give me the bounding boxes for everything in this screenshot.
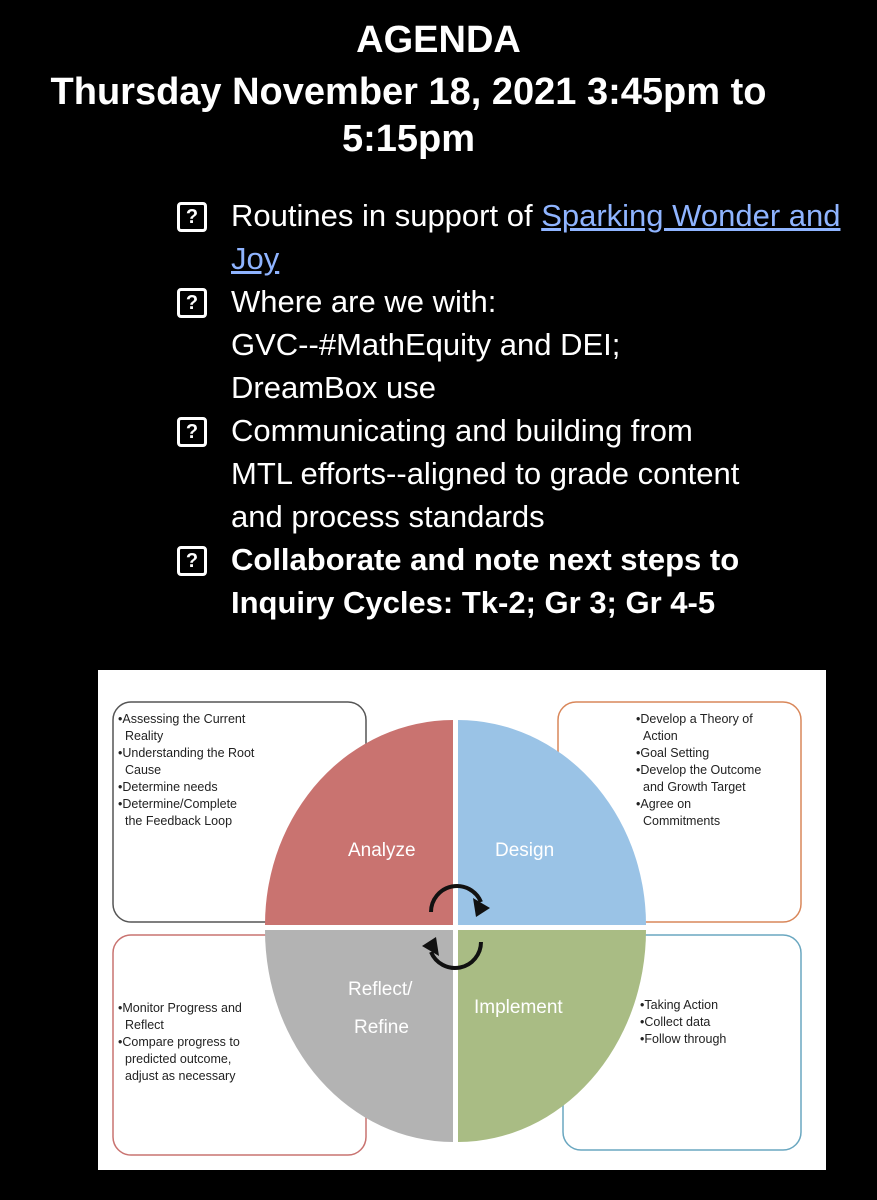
note-line: •Goal Setting: [636, 746, 709, 760]
implement-label: Implement: [474, 997, 563, 1018]
note-line: •Collect data: [640, 1015, 710, 1029]
design-label: Design: [495, 840, 554, 861]
implement-quadrant: [458, 930, 646, 1142]
note-line: predicted outcome,: [125, 1052, 231, 1066]
note-line: Action: [643, 729, 678, 743]
agenda-item-text: Communicating and building from: [231, 413, 693, 448]
note-line: Cause: [125, 763, 161, 777]
note-line: •Determine needs: [118, 780, 218, 794]
agenda-item: ? Where are we with: GVC--#MathEquity an…: [177, 280, 857, 409]
refine-label: Refine: [354, 1017, 409, 1038]
agenda-item-text: Inquiry Cycles: Tk-2; Gr 3; Gr 4-5: [231, 585, 716, 620]
sparking-wonder-link[interactable]: Sparking Wonder and Joy: [231, 198, 841, 276]
agenda-item: ? Communicating and building from MTL ef…: [177, 409, 857, 538]
note-line: and Growth Target: [643, 780, 746, 794]
note-line: •Understanding the Root: [118, 746, 255, 760]
note-line: Reality: [125, 729, 164, 743]
agenda-list: ? Routines in support of Sparking Wonder…: [177, 194, 857, 624]
note-line: •Develop a Theory of: [636, 712, 753, 726]
agenda-item-text: MTL efforts--aligned to grade content: [231, 456, 740, 491]
question-box-icon: ?: [177, 417, 207, 447]
note-line: adjust as necessary: [125, 1069, 236, 1083]
agenda-item-text: DreamBox use: [231, 370, 437, 405]
design-notes: •Develop a Theory of Action •Goal Setting •…: [636, 712, 761, 828]
reflect-quadrant: [265, 930, 453, 1142]
agenda-item-text: GVC--#MathEquity and DEI;: [231, 327, 621, 362]
meeting-end-time: 5:15pm: [341, 118, 476, 160]
inquiry-cycle-diagram: Analyze Design Reflect/ Refine Implement…: [98, 670, 826, 1170]
cycle-arrows-icon: [429, 884, 483, 970]
agenda-item-text: Collaborate and note next steps to: [231, 542, 740, 577]
meeting-date-time: Thursday November 18, 2021 3:45pm to: [50, 71, 767, 113]
agenda-item: ? Routines in support of Sparking Wonder…: [177, 194, 857, 280]
analyze-label: Analyze: [348, 840, 416, 861]
analyze-quadrant: [265, 720, 453, 925]
agenda-item: ? Collaborate and note next steps to Inq…: [177, 538, 857, 624]
reflect-label: Reflect/: [348, 979, 413, 1000]
question-box-icon: ?: [177, 546, 207, 576]
note-line: •Taking Action: [640, 998, 718, 1012]
note-line: the Feedback Loop: [125, 814, 232, 828]
note-line: •Determine/Complete: [118, 797, 237, 811]
note-line: Reflect: [125, 1018, 164, 1032]
note-line: Commitments: [643, 814, 720, 828]
note-line: •Assessing the Current: [118, 712, 246, 726]
agenda-item-text: Where are we with:: [231, 284, 497, 319]
note-line: •Compare progress to: [118, 1035, 240, 1049]
arrow-head-icon: [473, 898, 490, 917]
design-quadrant: [458, 720, 646, 925]
question-box-icon: ?: [177, 202, 207, 232]
note-line: •Agree on: [636, 797, 691, 811]
note-line: •Develop the Outcome: [636, 763, 761, 777]
agenda-title: AGENDA: [356, 19, 521, 61]
arrow-head-icon: [422, 937, 439, 956]
agenda-item-text: and process standards: [231, 499, 545, 534]
note-line: •Follow through: [640, 1032, 726, 1046]
implement-notes: •Taking Action •Collect data •Follow throu…: [640, 998, 726, 1046]
agenda-item-text: Routines in support of: [231, 198, 542, 233]
question-box-icon: ?: [177, 288, 207, 318]
note-line: •Monitor Progress and: [118, 1001, 242, 1015]
